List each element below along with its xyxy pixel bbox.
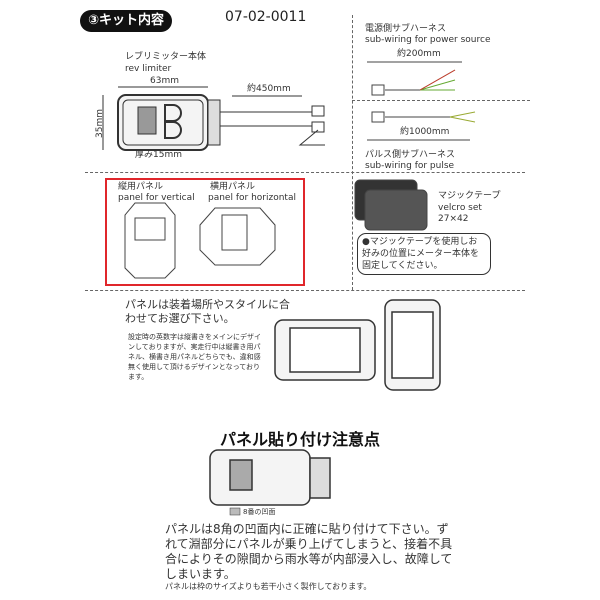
cable-length: 約450mm [247,84,291,94]
horizontal-panel-jp: 横用パネル [210,182,256,192]
vertical-panel-en: panel for vertical [118,193,195,203]
width-dimension: 63mm [150,76,179,86]
caution-title: パネル貼り付け注意点 [219,430,380,449]
choose-detail: 設定時の英数字は縦書きをメインにデザインしておりますが、実走行中は縦書き用パネル… [128,333,261,381]
velcro-note: ●マジックテープを使用しお好みの位置にメーター本体を固定してください。 [357,233,491,275]
kit-contents-badge: ③キット内容 [80,10,172,32]
choose-heading: パネルは装着場所やスタイルに合わせてお選び下さい。 [125,298,290,325]
caution-body: パネルは8角の凹面内に正確に貼り付けて下さい。ずれて淵部分にパネルが乗り上げてし… [165,522,453,581]
rev-limiter-title-jp: レブリミッター本体 [125,52,207,62]
pulse-harness-title-en: sub-wiring for pulse [365,161,455,171]
power-harness-title-en: sub-wiring for power source [365,35,491,45]
pulse-harness-length: 約1000mm [400,127,450,137]
rev-limiter-title-en: rev limiter [125,64,172,74]
caution-note: パネルは枠のサイズよりも若干小さく製作しております。 [165,582,372,591]
panel-frame [105,178,305,286]
pulse-harness-title-jp: パルス側サブハーネス [365,150,456,160]
product-code: 07-02-0011 [225,9,307,25]
divider [352,100,530,101]
vertical-panel-jp: 縦用パネル [118,182,164,192]
power-harness-title-jp: 電源側サブハーネス [365,24,447,34]
velcro-size: 27×42 [438,214,469,224]
power-harness-length: 約200mm [397,49,441,59]
divider [85,172,525,173]
height-dimension: 35mm [95,109,105,138]
velcro-title-jp: マジックテープ [438,191,501,201]
harness-drawings [367,61,476,141]
divider [352,15,353,290]
recess-legend: 8番の凹面 [243,508,276,516]
rev-limiter-drawing [102,86,325,151]
horizontal-panel-en: panel for horizontal [208,193,296,203]
mounted-devices [209,299,441,516]
panel-drawings [124,179,428,279]
divider [85,290,525,291]
thickness: 厚み15mm [135,150,182,160]
velcro-title-en: velcro set [438,203,482,213]
